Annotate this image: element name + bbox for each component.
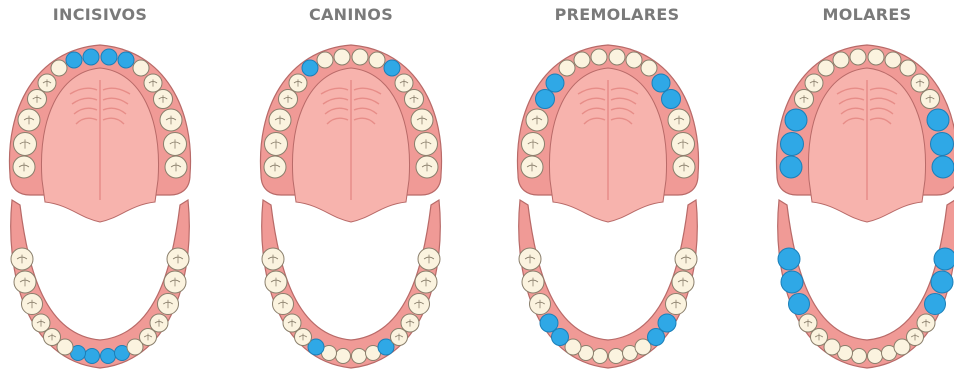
incisor-tooth <box>101 49 117 65</box>
lower-jaw <box>11 200 190 368</box>
molar-tooth <box>931 271 953 293</box>
lower-jaw <box>519 200 698 368</box>
canine-tooth <box>559 60 575 76</box>
premolar-tooth <box>648 329 665 346</box>
upper-jaw <box>9 45 190 222</box>
incisor-tooth <box>591 49 607 65</box>
molar-tooth <box>781 133 804 156</box>
lower-gum <box>519 200 698 368</box>
canine-tooth <box>133 60 149 76</box>
incisor-tooth <box>868 49 884 65</box>
jaw-panel-2 <box>260 45 441 368</box>
incisor-tooth <box>833 52 849 68</box>
canine-tooth <box>818 60 834 76</box>
molar-tooth <box>780 156 802 178</box>
premolar-tooth <box>546 74 564 92</box>
lower-jaw <box>778 200 954 368</box>
premolar-tooth <box>536 90 555 109</box>
molar-tooth <box>778 248 800 270</box>
molar-tooth <box>925 294 946 315</box>
premolar-tooth <box>658 314 676 332</box>
incisor-tooth <box>369 52 385 68</box>
incisor-tooth <box>317 52 333 68</box>
molar-tooth <box>785 109 807 131</box>
incisor-tooth <box>352 49 368 65</box>
molar-tooth <box>931 133 954 156</box>
upper-jaw <box>517 45 698 222</box>
incisor-tooth <box>336 349 351 364</box>
premolar-tooth <box>540 314 558 332</box>
premolar-tooth <box>662 90 681 109</box>
incisor-tooth <box>66 52 82 68</box>
premolar-tooth <box>652 74 670 92</box>
molar-tooth <box>781 271 803 293</box>
jaw-panel-4 <box>776 45 954 368</box>
incisor-tooth <box>334 49 350 65</box>
molar-tooth <box>789 294 810 315</box>
jaw-panel-3 <box>517 45 698 368</box>
incisor-tooth <box>85 349 100 364</box>
incisor-tooth <box>574 52 590 68</box>
incisor-tooth <box>352 349 367 364</box>
incisor-tooth <box>609 349 624 364</box>
lower-gum <box>262 200 441 368</box>
molar-tooth <box>927 109 949 131</box>
molar-tooth <box>932 156 954 178</box>
canine-tooth <box>51 60 67 76</box>
canine-tooth <box>900 60 916 76</box>
incisor-tooth <box>101 349 116 364</box>
incisor-tooth <box>852 349 867 364</box>
upper-jaw <box>260 45 441 222</box>
lower-jaw <box>262 200 441 368</box>
jaw-panel-1 <box>9 45 190 368</box>
incisor-tooth <box>609 49 625 65</box>
incisor-tooth <box>83 49 99 65</box>
lower-gum <box>778 200 954 368</box>
canine-tooth <box>641 60 657 76</box>
premolar-tooth <box>552 329 569 346</box>
upper-jaw <box>776 45 954 222</box>
incisor-tooth <box>593 349 608 364</box>
incisor-tooth <box>850 49 866 65</box>
lower-gum <box>11 200 190 368</box>
incisor-tooth <box>885 52 901 68</box>
incisor-tooth <box>868 349 883 364</box>
incisor-tooth <box>118 52 134 68</box>
incisor-tooth <box>626 52 642 68</box>
canine-tooth <box>384 60 400 76</box>
canine-tooth <box>302 60 318 76</box>
molar-tooth <box>934 248 954 270</box>
